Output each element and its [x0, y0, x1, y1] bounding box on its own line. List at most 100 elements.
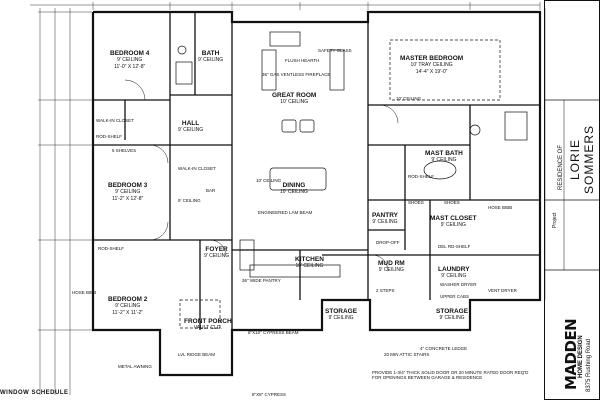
room-name: STORAGE [436, 308, 469, 315]
note-metal-awning: METAL AWNING [118, 364, 152, 369]
room-dimensions: 14'-4" x 19'-0" [415, 69, 448, 75]
project-label: Project [552, 212, 558, 228]
exterior-wall-outline [91, 10, 542, 377]
room-bedroom-2: BEDROOM 2 9' CEILING 11'-2" x 11'-2" [108, 296, 147, 317]
room-ceiling: 9' CEILING [440, 222, 466, 228]
room-ceiling: 9' CEILING [115, 303, 141, 309]
note-ceiling-great: 10' CEILING [256, 178, 282, 183]
room-name: FOYER [205, 246, 228, 253]
note-upper-cabs: UPPER CABS [440, 294, 470, 299]
room-ceiling: VAULT CLG. [193, 325, 222, 331]
note-hose-bibb-1: HOSE BIBB [72, 290, 97, 295]
room-name: BEDROOM 4 [110, 50, 150, 57]
room-name: HALL [181, 120, 200, 127]
note-fireplace: 36" GAS VENTLESS FIREPLACE [262, 72, 331, 77]
room-ceiling: 9' CEILING [198, 57, 224, 63]
room-ceiling: 10' CEILING [280, 99, 309, 105]
room-mast-closet: MAST CLOSET 9' CEILING [430, 215, 477, 229]
room-pantry: PANTRY 9' CEILING [372, 212, 398, 226]
room-ceiling: 10' CEILING [295, 263, 324, 269]
note-shelves: 5 SHELVES [112, 148, 137, 153]
note-vent-dryer: VENT DRYER [488, 288, 517, 293]
room-name: KITCHEN [295, 256, 324, 263]
room-ceiling: 9' CEILING [115, 189, 141, 195]
note-pantry-width: 36" WIDE PANTRY [242, 278, 281, 283]
room-ceiling: 10' TRAY CEILING [410, 62, 453, 68]
room-bath: BATH 9' CEILING [198, 50, 223, 64]
room-dining: DINING 10' CEILING [280, 182, 308, 196]
room-ceiling: 9' CEILING [204, 253, 230, 259]
note-safety-glass: SAFETY GLASS [318, 48, 352, 53]
note-fire-door: PROVIDE 1-3/4" THICK SOLID DOOR OR 20 MI… [372, 370, 529, 380]
note-rod-shelf-3: ROD-SHELF [408, 174, 435, 179]
room-great-room: GREAT ROOM 10' CEILING [272, 92, 316, 106]
note-washer-dryer: WASHER DRYER [440, 282, 477, 287]
room-mud-rm: MUD RM 9' CEILING [378, 260, 405, 274]
room-name: PANTRY [372, 212, 398, 219]
room-laundry: LAUNDRY 9' CEILING [438, 266, 470, 280]
fixtures [175, 31, 528, 329]
room-hall: HALL 9' CEILING [178, 120, 203, 134]
title-block: RESIDENCE OF LORIE SOMMERS Project MADDE… [544, 0, 600, 400]
door-swings [124, 79, 399, 272]
note-rod-shelf-1: ROD-SHELF [96, 134, 123, 139]
room-mast-bath: MAST BATH 9' CEILING [425, 150, 463, 164]
note-walk-in-closet-1: WALK-IN CLOSET [96, 118, 134, 123]
note-ceiling-master: 10' CEILING [396, 96, 422, 101]
room-ceiling: 9' CEILING [441, 273, 467, 279]
room-name: DINING [282, 182, 306, 189]
room-ceiling: 9' CEILING [372, 219, 398, 225]
room-name: GREAT ROOM [272, 92, 317, 99]
room-storage-1: STORAGE 9' CEILING [325, 308, 357, 322]
note-del-rd-shelf: DEL RD-SHELF [438, 244, 471, 249]
room-kitchen: KITCHEN 10' CEILING [295, 256, 324, 270]
note-rod-shelf-2: ROD-SHELF [98, 246, 125, 251]
room-ceiling: 9' CEILING [431, 157, 457, 163]
room-name: BEDROOM 3 [108, 182, 148, 189]
room-ceiling: 9' CEILING [178, 127, 204, 133]
room-storage-2: STORAGE 9' CEILING [436, 308, 468, 322]
client-first-name: LORIE [568, 138, 582, 180]
room-dimensions: 11'-2" x 12'-8" [112, 196, 144, 202]
room-ceiling: 9' CEILING [378, 267, 404, 273]
room-name: MAST CLOSET [430, 215, 477, 222]
room-name: BATH [201, 50, 220, 57]
room-dimensions: 11'-0" x 12'-8" [114, 64, 146, 70]
room-name: FRONT PORCH [184, 318, 232, 325]
client-last-name: SOMMERS [582, 124, 596, 194]
note-flush-hearth: FLUSH HEARTH [285, 58, 320, 63]
room-ceiling: 9' CEILING [439, 315, 465, 321]
room-name: MAST BATH [425, 150, 463, 157]
room-name: STORAGE [325, 308, 358, 315]
note-shoes-1: SHOES [408, 200, 424, 205]
note-lam-beam: ENGINEERED LAM BEAM [258, 210, 313, 215]
room-ceiling: 9' CEILING [328, 315, 354, 321]
residence-of-label: RESIDENCE OF [558, 144, 564, 190]
company-subtitle: HOME DESIGN [578, 335, 584, 378]
note-hose-bibb-2: HOSE BIBB [488, 205, 513, 210]
room-bedroom-3: BEDROOM 3 9' CEILING 11'-2" x 12'-8" [108, 182, 147, 203]
room-bedroom-4: BEDROOM 4 9' CEILING 11'-0" x 12'-8" [110, 50, 149, 71]
note-two-steps: 2 STEPS [376, 288, 395, 293]
room-ceiling: 9' CEILING [117, 57, 143, 63]
note-cypress-beam: 8"x10" CYPRESS BEAM [248, 330, 299, 335]
note-concrete-ledge: 4" CONCRETE LEDGE [420, 346, 468, 351]
window-schedule-label: WINDOW SCHEDULE [0, 390, 69, 396]
note-attic-stairs: 20 MIN ATTIC STAIRS [384, 352, 430, 357]
room-front-porch: FRONT PORCH VAULT CLG. [184, 318, 232, 332]
room-name: MUD RM [378, 260, 405, 267]
note-cypress-8x8: 8"x8" CYPRESS [252, 392, 286, 397]
note-walk-in-closet-2: WALK-IN CLOSET [178, 166, 216, 171]
room-dimensions: 11'-2" x 11'-2" [112, 310, 144, 316]
note-bar: BAR [206, 188, 216, 193]
note-lvl-ridge: LVL RIDGE BEAM [178, 352, 216, 357]
site-address: 8375 Rushing Road [586, 338, 592, 392]
exterior-walls [91, 10, 542, 377]
room-foyer: FOYER 9' CEILING [204, 246, 229, 260]
room-ceiling: 10' CEILING [280, 189, 308, 195]
note-shoes-2: SHOES [444, 200, 460, 205]
room-master-bedroom: MASTER BEDROOM 10' TRAY CEILING 14'-4" x… [400, 55, 463, 76]
room-name: MASTER BEDROOM [400, 55, 464, 62]
room-name: BEDROOM 2 [108, 296, 148, 303]
